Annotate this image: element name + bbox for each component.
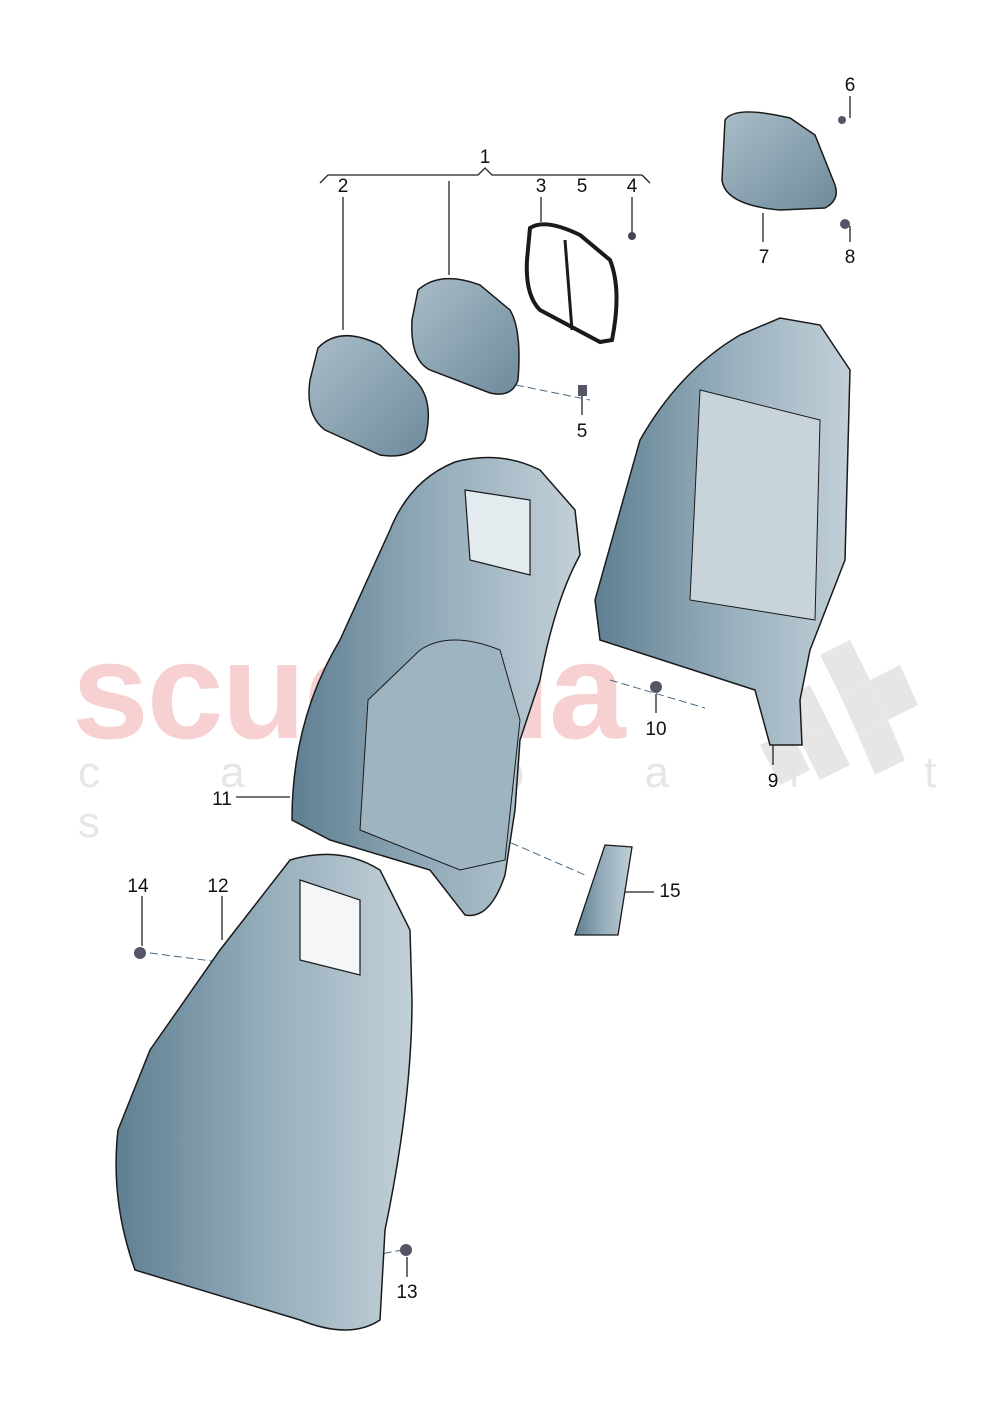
callout-5-top: 5	[576, 176, 588, 197]
callout-12: 12	[207, 876, 229, 897]
callout-4: 4	[626, 176, 638, 197]
part-2-cushion	[308, 334, 430, 457]
part-12-rear-panel	[115, 853, 413, 1331]
part-6-screw	[838, 116, 846, 124]
callout-15: 15	[659, 881, 681, 902]
callout-7: 7	[758, 247, 770, 268]
part-1-headrest	[411, 277, 520, 395]
part-5-nut	[578, 385, 587, 396]
part-15-trim	[574, 844, 633, 936]
callout-3: 3	[535, 176, 547, 197]
part-4-screw	[628, 232, 636, 240]
part-10-nut	[650, 681, 662, 693]
callout-9: 9	[767, 771, 779, 792]
part-13-clip	[400, 1244, 412, 1256]
callout-6: 6	[844, 75, 856, 96]
callout-1: 1	[479, 147, 491, 168]
callout-8: 8	[844, 247, 856, 268]
group-bracket	[319, 167, 651, 184]
callout-14: 14	[127, 876, 149, 897]
part-3-frame	[524, 222, 619, 345]
part-7-bracket	[721, 111, 837, 211]
callout-11: 11	[212, 789, 232, 810]
callout-13: 13	[396, 1282, 418, 1303]
callout-10: 10	[645, 719, 667, 740]
checker-flag-watermark	[760, 640, 918, 785]
part-14-clip	[134, 947, 146, 959]
callout-5: 5	[576, 421, 588, 442]
part-8-nut	[840, 219, 850, 229]
callout-2: 2	[337, 176, 349, 197]
